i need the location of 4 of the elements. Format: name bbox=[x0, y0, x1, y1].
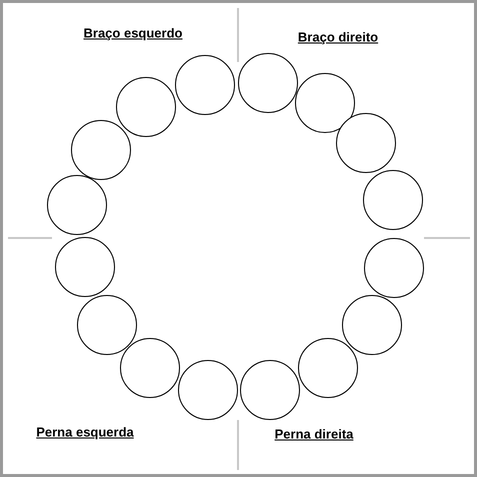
quadrant-label: Perna direita bbox=[274, 426, 354, 442]
quadrant-label: Braço direito bbox=[298, 30, 378, 44]
quadrant-label: Perna esquerda bbox=[36, 424, 134, 440]
quadrant-label: Braço esquerdo bbox=[84, 26, 182, 40]
